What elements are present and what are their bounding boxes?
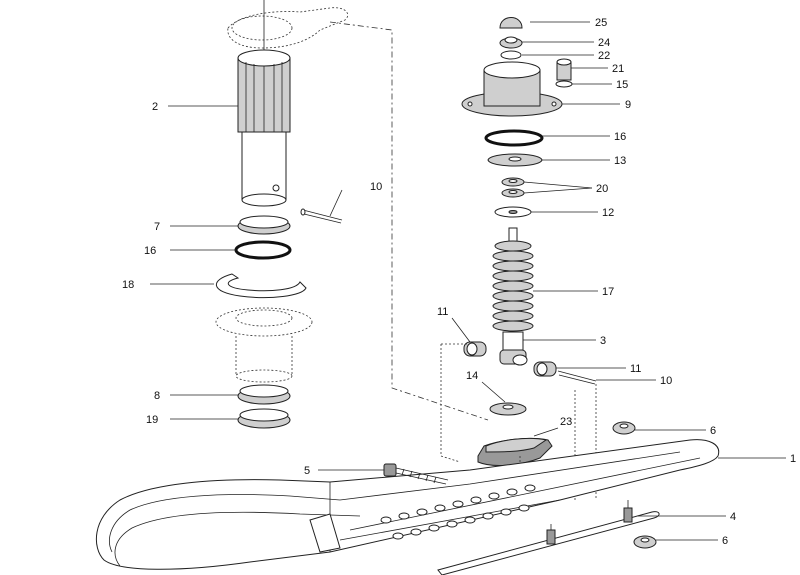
bushing-11-left [463, 341, 487, 357]
callout-3: 3 [600, 335, 606, 347]
washer-15 [555, 80, 573, 88]
callout-6-bottom: 6 [722, 535, 728, 547]
callout-11-right: 11 [630, 363, 641, 375]
washer-12 [494, 206, 532, 218]
circlip-18 [215, 273, 307, 299]
callout-10-left: 10 [370, 181, 382, 193]
callout-7: 7 [154, 221, 160, 233]
callout-12: 12 [602, 207, 614, 219]
spindle [237, 49, 291, 207]
bushing-11-right [533, 361, 557, 377]
callout-11-left: 11 [437, 306, 448, 318]
nut-6-bottom [633, 535, 657, 549]
cap-25 [499, 17, 523, 29]
shock-assembly [461, 17, 597, 466]
bearing-19 [237, 408, 291, 429]
carbide-4 [437, 500, 660, 575]
callout-21: 21 [612, 63, 624, 75]
pin-10-right [557, 370, 597, 385]
callout-16-right: 16 [614, 131, 626, 143]
callout-9: 9 [625, 99, 631, 111]
callout-15: 15 [616, 79, 628, 91]
callout-16-left: 16 [144, 245, 156, 257]
callout-18: 18 [122, 279, 134, 291]
bolt-21 [556, 58, 572, 81]
callout-5: 5 [304, 465, 310, 477]
callout-2: 2 [152, 101, 158, 113]
leader-lines [150, 21, 786, 541]
nut-24 [499, 36, 523, 49]
callout-4: 4 [730, 511, 736, 523]
pin-10-left [300, 208, 343, 224]
washers-20 [501, 177, 525, 198]
ski [96, 439, 720, 570]
callout-22: 22 [598, 50, 610, 62]
callout-25: 25 [595, 17, 607, 29]
callout-24: 24 [598, 37, 610, 49]
o-ring-16-left [234, 240, 292, 260]
steering-arm-phantom [227, 0, 349, 58]
housing-phantom [215, 307, 313, 383]
o-ring-16-right [484, 129, 544, 147]
callout-8: 8 [154, 390, 160, 402]
callout-13: 13 [614, 155, 626, 167]
callout-19: 19 [146, 414, 158, 426]
center-phantom-axis [329, 21, 489, 421]
washer-22 [500, 50, 522, 60]
callout-14: 14 [466, 370, 478, 382]
upper-mount-9 [461, 61, 563, 117]
nut-6-top [612, 421, 636, 435]
ski-slots [380, 484, 536, 540]
spindle-assembly [215, 0, 349, 429]
washer-14 [489, 402, 527, 416]
callout-17: 17 [602, 286, 614, 298]
callout-23: 23 [560, 416, 572, 428]
callout-20: 20 [596, 183, 608, 195]
bushing-ring-7 [237, 215, 291, 235]
callout-10-right: 10 [660, 375, 672, 387]
wear-block-23 [477, 437, 553, 466]
callout-6-top: 6 [710, 425, 716, 437]
cup-washer-13 [487, 153, 543, 167]
callout-labels: 25 24 22 21 15 9 16 13 20 12 17 3 11 11 … [122, 17, 796, 547]
callout-1: 1 [790, 453, 796, 465]
bearing-8 [237, 384, 291, 405]
shock-17 [492, 227, 534, 332]
lower-eye-3 [499, 331, 528, 366]
